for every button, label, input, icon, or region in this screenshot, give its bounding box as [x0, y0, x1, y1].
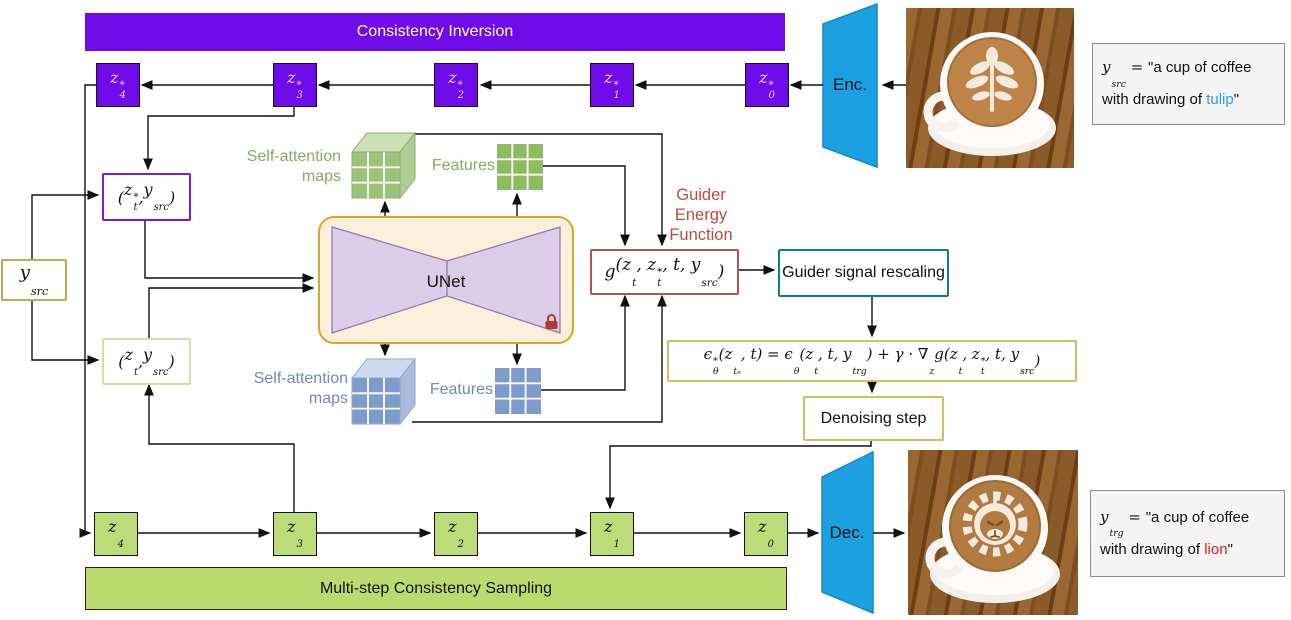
source-prompt-text: y src = "a cup of coffee with drawing of… [1102, 58, 1252, 109]
features-top-grid [497, 144, 543, 195]
guider-signal-rescaling-box: Guider signal rescaling [778, 249, 949, 297]
latent-node-z4: z 4 [94, 512, 138, 556]
denoising-step-box: Denoising step [803, 396, 944, 441]
self-attention-maps-top-cube [350, 130, 417, 205]
encoder-shape [822, 2, 878, 169]
lock-icon [545, 314, 558, 329]
self-attention-maps-top-label: Self-attention maps [246, 148, 341, 186]
guider-energy-function-label: Guider Energy Function [669, 186, 733, 244]
unet-bowtie [331, 226, 561, 334]
guider-signal-rescaling-label: Guider signal rescaling [782, 264, 945, 281]
target-prompt-box: y trg = "a cup of coffee with drawing of… [1090, 490, 1285, 577]
latent-node-z2-star: z*2 [434, 63, 478, 107]
latent-node-z3: z 3 [273, 512, 317, 556]
latent-node-z0: z 0 [744, 512, 788, 556]
decoder-shape [821, 450, 874, 615]
pair-zt-ysrc-box: (z t, y src) [102, 338, 191, 385]
self-attention-maps-bottom-label: Self-attention maps [253, 370, 348, 408]
latent-node-z0-star: z*0 [745, 63, 789, 107]
latent-node-z1-star: z*1 [590, 63, 634, 107]
source-image [906, 8, 1074, 168]
decoder-label: Dec. [829, 523, 865, 542]
consistency-inversion-bar: Consistency Inversion [85, 13, 785, 51]
features-bottom-grid [495, 368, 541, 419]
target-image [908, 450, 1078, 615]
latent-node-z1: z 1 [590, 512, 634, 556]
latent-node-z2: z 2 [434, 512, 478, 556]
features-bottom-label: Features [429, 381, 493, 398]
multi-step-sampling-bar: Multi-step Consistency Sampling [85, 567, 787, 610]
unet-box: UNet [318, 216, 574, 344]
ysrc-box: y src [1, 259, 67, 301]
consistency-inversion-label: Consistency Inversion [356, 23, 514, 40]
guided-epsilon-equation-box: ϵ*θ(z tₙ, t) = ϵ θ(z t, t, y trg) + γ · … [667, 340, 1077, 382]
multi-step-sampling-label: Multi-step Consistency Sampling [319, 579, 553, 597]
denoising-step-label: Denoising step [820, 409, 927, 427]
features-top-label: Features [431, 157, 495, 174]
encoder-label: Enc. [832, 75, 868, 94]
target-prompt-text: y trg = "a cup of coffee with drawing of… [1100, 507, 1250, 558]
source-prompt-box: y src = "a cup of coffee with drawing of… [1092, 43, 1285, 125]
latent-node-z3-star: z*3 [273, 63, 317, 107]
arrows [31, 80, 906, 538]
latent-node-z4-star: z*4 [96, 63, 140, 107]
guider-energy-function-box: g(z t, z*t, t, y src) [590, 249, 739, 295]
self-attention-maps-bottom-cube [350, 356, 417, 431]
pair-zstar-ysrc-box: (z*t, y src) [102, 173, 191, 221]
unet-label: UNet [426, 272, 466, 291]
